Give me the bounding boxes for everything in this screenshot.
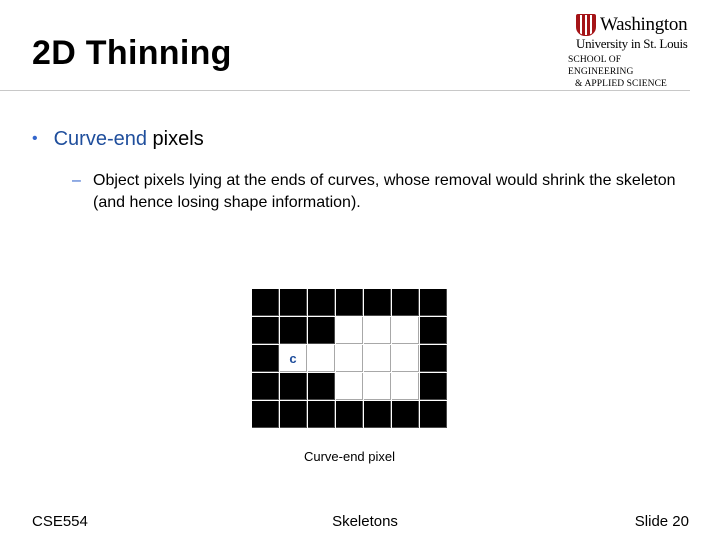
sub-bullet: – Object pixels lying at the ends of cur… (72, 170, 692, 214)
logo-line-2: University in St. Louis (576, 36, 688, 51)
logo-line-4: & Applied Science (575, 79, 667, 89)
grid-cell (252, 401, 279, 428)
sub-bullet-text: Object pixels lying at the ends of curve… (93, 172, 676, 211)
grid-cell (308, 373, 335, 400)
grid-cell (392, 317, 419, 344)
university-logo: Washington University in St. Louis Schoo… (568, 14, 688, 89)
grid-cell (280, 401, 307, 428)
grid-cell (392, 401, 419, 428)
logo-line-1: Washington (600, 14, 688, 35)
grid-cell (420, 401, 447, 428)
grid-cell (308, 401, 335, 428)
bullet-dot-icon: • (32, 130, 38, 147)
grid-cell (392, 373, 419, 400)
slide-title: 2D Thinning (32, 34, 232, 72)
grid-cell (420, 289, 447, 316)
grid-cell (308, 289, 335, 316)
grid-cell (252, 373, 279, 400)
grid-cell (364, 345, 391, 372)
figure-caption: Curve-end pixel (303, 449, 396, 464)
curve-end-label: c (289, 350, 297, 366)
footer-slide-number: Slide 20 (634, 513, 689, 530)
grid-cell (420, 345, 447, 372)
grid-cell (308, 317, 335, 344)
grid-cell (364, 317, 391, 344)
grid-cell (336, 317, 363, 344)
grid-cell (336, 373, 363, 400)
logo-line-3: School of Engineering (568, 55, 634, 77)
footer-course: CSE554 (32, 513, 88, 530)
grid-cell (252, 289, 279, 316)
footer-topic: Skeletons (332, 513, 398, 530)
grid-cell (392, 289, 419, 316)
grid-cell (420, 373, 447, 400)
grid-cell (336, 401, 363, 428)
grid-cell (364, 373, 391, 400)
grid-cell (336, 289, 363, 316)
grid-cell (308, 345, 335, 372)
grid-cell (280, 317, 307, 344)
grid-cell (364, 289, 391, 316)
grid-cell (336, 345, 363, 372)
bullet-highlight: Curve-end (53, 128, 147, 150)
header-divider (0, 90, 690, 91)
grid-cell (252, 345, 279, 372)
grid-cell (280, 289, 307, 316)
grid-cell (420, 317, 447, 344)
bullet-item: • Curve-end pixels (32, 128, 204, 151)
university-seal-icon (576, 14, 596, 36)
grid-cell (280, 373, 307, 400)
pixel-grid: c (251, 288, 449, 430)
bullet-text: pixels (147, 128, 204, 150)
grid-cell-curve-end: c (280, 345, 307, 372)
sub-bullet-dash: – (72, 172, 81, 189)
grid-cell (252, 317, 279, 344)
grid-cell (392, 345, 419, 372)
grid-cell (364, 401, 391, 428)
